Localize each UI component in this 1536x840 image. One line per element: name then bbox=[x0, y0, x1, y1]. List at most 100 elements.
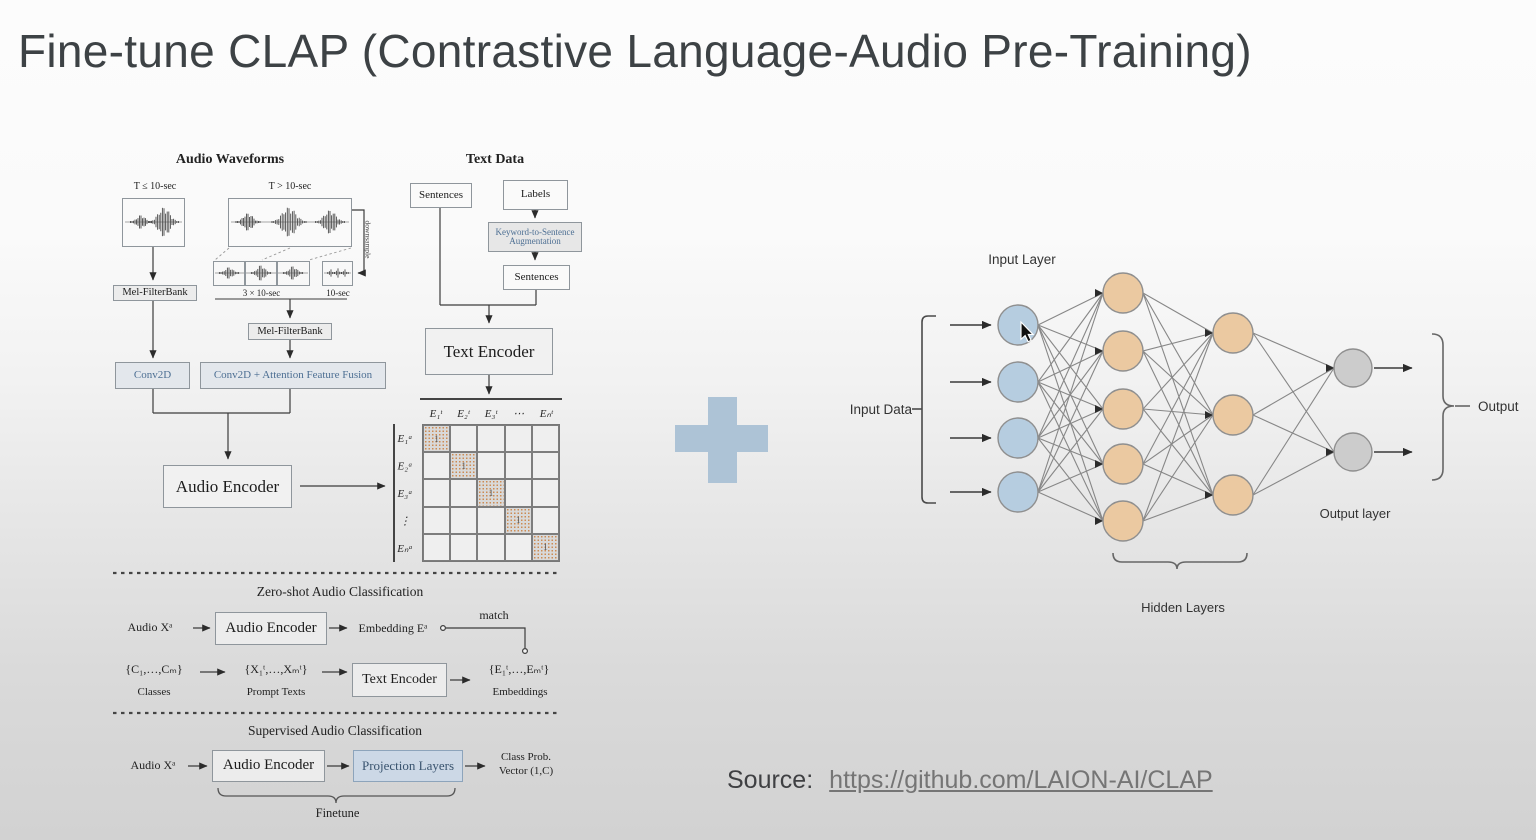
labels-box: Labels bbox=[503, 180, 568, 210]
matrix-col-label: Eₙᵗ bbox=[539, 408, 554, 420]
slide-title: Fine-tune CLAP (Contrastive Language-Aud… bbox=[18, 25, 1252, 77]
matrix-cell bbox=[423, 479, 451, 507]
matrix-diagonal-cell: 1 bbox=[423, 425, 451, 453]
matrix-col-label: E₁ᵗ bbox=[429, 408, 444, 420]
zero-shot-heading: Zero-shot Audio Classification bbox=[256, 584, 424, 599]
clap-connectors bbox=[149, 208, 539, 490]
matrix-diagonal-cell: 1 bbox=[450, 452, 478, 480]
matrix-cell bbox=[450, 533, 478, 561]
conv2d-box: Conv2D bbox=[115, 362, 190, 389]
zs-audio-x: Audio Xᵃ bbox=[127, 620, 173, 634]
segment-box-10sec bbox=[322, 261, 353, 286]
keyword-to-sentence-box: Keyword-to-Sentence Augmentation bbox=[488, 222, 582, 252]
neural-network bbox=[950, 272, 1413, 542]
source-line: Source: https://github.com/LAION-AI/CLAP bbox=[727, 766, 1213, 795]
plus-icon bbox=[675, 397, 768, 483]
sv-audio-x: Audio Xᵃ bbox=[130, 758, 176, 772]
output-layer-label: Output layer bbox=[1319, 506, 1391, 521]
sv-class-prob-line2: Vector (1,C) bbox=[498, 764, 554, 777]
mel-filterbank-left-box: Mel-FilterBank bbox=[113, 285, 197, 301]
matrix-cell bbox=[531, 452, 559, 480]
output-brace bbox=[1431, 333, 1455, 481]
segments-label: 3 × 10-sec bbox=[242, 288, 281, 298]
matrix-row-label: E₁ᵃ bbox=[397, 433, 413, 445]
matrix-cell bbox=[477, 425, 505, 453]
text-data-heading: Text Data bbox=[465, 152, 525, 167]
zs-classes-set: {C₁,…,Cₘ} bbox=[125, 662, 183, 676]
text-encoder-box: Text Encoder bbox=[425, 328, 553, 375]
zs-prompts-caption: Prompt Texts bbox=[246, 686, 306, 698]
zs-text-encoder-box: Text Encoder bbox=[352, 663, 447, 697]
sv-projection-layers-box: Projection Layers bbox=[353, 750, 463, 782]
mouse-cursor bbox=[1020, 320, 1035, 343]
matrix-diagonal-cell: 1 bbox=[504, 506, 532, 534]
matrix-row-label: ⋮ bbox=[400, 516, 411, 528]
source-label: Source: bbox=[727, 766, 814, 794]
matrix-cell bbox=[423, 452, 451, 480]
matrix-cell bbox=[531, 479, 559, 507]
input-data-label: Input Data bbox=[849, 402, 912, 417]
matrix-row-label: E₃ᵃ bbox=[397, 488, 413, 500]
supervised-heading: Supervised Audio Classification bbox=[248, 723, 422, 738]
matrix-col-label: ⋯ bbox=[513, 408, 524, 420]
conv2d-aff-box: Conv2D + Attention Feature Fusion bbox=[200, 362, 386, 389]
matrix-cell bbox=[423, 506, 451, 534]
segment-box-2 bbox=[245, 261, 277, 286]
network-annotations bbox=[912, 315, 1470, 570]
mel-filterbank-center-box: Mel-FilterBank bbox=[248, 323, 332, 340]
matrix-cell bbox=[450, 479, 478, 507]
zs-embeddings-caption: Embeddings bbox=[492, 686, 548, 698]
waveform-glyphs bbox=[125, 207, 351, 281]
source-link[interactable]: https://github.com/LAION-AI/CLAP bbox=[829, 766, 1213, 794]
clap-dashed-projections bbox=[214, 247, 352, 261]
audio-encoder-box: Audio Encoder bbox=[163, 465, 292, 508]
section-separators bbox=[113, 571, 557, 715]
matrix-row-label: E₂ᵃ bbox=[397, 460, 413, 472]
zs-classes-caption: Classes bbox=[137, 686, 171, 698]
matrix-cell bbox=[477, 452, 505, 480]
supervised-connectors bbox=[188, 762, 486, 804]
matrix-rules bbox=[393, 398, 562, 562]
sv-audio-encoder-box: Audio Encoder bbox=[212, 750, 325, 782]
matrix-cell bbox=[531, 425, 559, 453]
matrix-cell bbox=[504, 452, 532, 480]
zs-prompts-set: {X₁ᵗ,…,Xₘᵗ} bbox=[244, 662, 308, 676]
matrix-cell bbox=[531, 506, 559, 534]
t-long-label: T > 10-sec bbox=[268, 181, 312, 192]
segment-box-3 bbox=[277, 261, 310, 286]
sentences-mid-box: Sentences bbox=[503, 265, 570, 290]
kts-line1: Keyword-to-Sentence bbox=[495, 226, 575, 237]
finetune-label: Finetune bbox=[315, 806, 360, 820]
matrix-col-label: E₃ᵗ bbox=[484, 408, 499, 420]
sv-class-prob-line1: Class Prob. bbox=[500, 751, 552, 763]
matrix-cell bbox=[450, 425, 478, 453]
input-layer-label: Input Layer bbox=[988, 252, 1056, 267]
zs-embedding: Embedding Eᵃ bbox=[358, 621, 428, 635]
audio-waveforms-heading: Audio Waveforms bbox=[175, 152, 285, 167]
t-short-label: T ≤ 10-sec bbox=[133, 181, 177, 192]
output-label: Output bbox=[1478, 399, 1519, 414]
matrix-diagonal-cell: 1 bbox=[531, 533, 559, 561]
segment-box-1 bbox=[213, 261, 245, 286]
matrix-row-label: Eₙᵃ bbox=[396, 543, 413, 555]
matrix-cell bbox=[504, 479, 532, 507]
waveform-box-short bbox=[122, 198, 185, 247]
segment10-label: 10-sec bbox=[326, 288, 350, 298]
waveform-box-long bbox=[228, 198, 352, 247]
matrix-cell bbox=[450, 506, 478, 534]
zero-shot-connectors bbox=[193, 624, 528, 684]
matrix-cell bbox=[423, 533, 451, 561]
downsample-label: downsample bbox=[363, 220, 373, 259]
kts-line2: Augmentation bbox=[509, 236, 561, 246]
matrix-diagonal-cell: 1 bbox=[477, 479, 505, 507]
input-data-bracket bbox=[921, 315, 936, 504]
matrix-cell bbox=[504, 533, 532, 561]
zs-embeddings-set: {E₁ᵗ,…,Eₘᵗ} bbox=[488, 662, 550, 676]
matrix-cell bbox=[504, 425, 532, 453]
zs-audio-encoder-box: Audio Encoder bbox=[215, 612, 327, 645]
matrix-cell bbox=[477, 533, 505, 561]
zs-match-label: match bbox=[479, 608, 509, 622]
